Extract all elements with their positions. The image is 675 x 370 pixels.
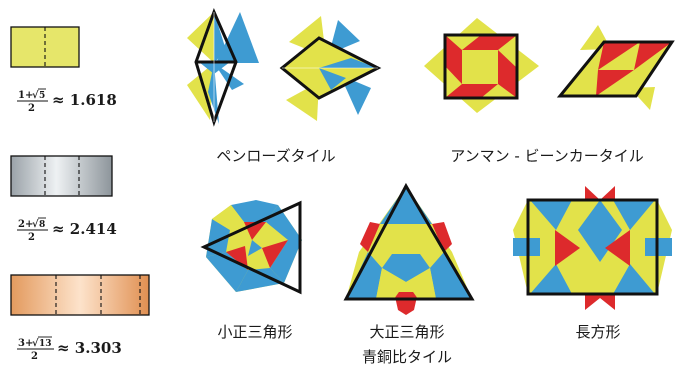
formula-denominator: 2 (28, 232, 35, 243)
silver-ratio-rectangle (10, 155, 113, 197)
ammann-square-tile (424, 18, 539, 113)
rectangle-tile (513, 186, 672, 310)
caption-ammann-beenker: アンマン - ビーンカータイル (450, 147, 644, 165)
caption-rectangle: 長方形 (575, 323, 620, 341)
large-triangle-tile (343, 182, 475, 315)
caption-penrose: ペンローズタイル (216, 147, 335, 165)
caption-small-triangle: 小正三角形 (217, 323, 292, 341)
formula-denominator: 2 (28, 103, 35, 114)
formula-radicand: 5 (39, 91, 45, 101)
golden-ratio-formula: 1+ √ 5 2 ≈ 1.618 (17, 88, 117, 114)
formula-numerator-int: 2+ (18, 219, 33, 230)
formula-radical-sign: √ (32, 337, 39, 349)
small-triangle-tile (200, 200, 302, 295)
penrose-kite-tile (187, 7, 259, 127)
bronze-ratio-rectangle (10, 274, 150, 316)
ratio-value: ≈ 1.618 (52, 91, 117, 109)
caption-bronze-ratio-tiles: 青銅比タイル (362, 348, 452, 366)
ratio-value: ≈ 3.303 (57, 339, 122, 357)
formula-numerator-int: 3+ (18, 338, 33, 349)
bronze-ratio-formula: 3+ √ 13 2 ≈ 3.303 (17, 336, 122, 362)
formula-denominator: 2 (31, 351, 38, 362)
formula-numerator-int: 1+ (18, 90, 33, 101)
golden-ratio-rectangle (10, 26, 80, 68)
formula-radicand: 8 (39, 220, 45, 230)
formula-radicand: 13 (39, 339, 52, 349)
caption-large-triangle: 大正三角形 (369, 323, 444, 341)
silver-ratio-formula: 2+ √ 8 2 ≈ 2.414 (17, 217, 117, 243)
formula-radical-sign: √ (32, 89, 39, 101)
ammann-rhombus-tile (556, 25, 675, 110)
ratio-value: ≈ 2.414 (52, 220, 117, 238)
formula-radical-sign: √ (32, 218, 39, 230)
penrose-dart-tile (279, 16, 382, 121)
